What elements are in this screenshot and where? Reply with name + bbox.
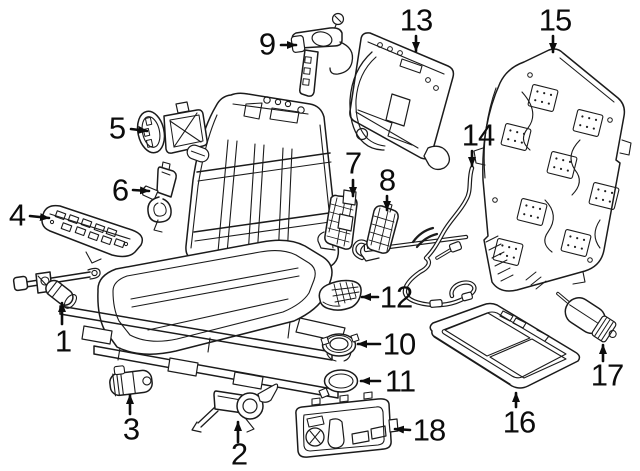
callout-label-18: 18: [412, 412, 446, 448]
callout-label-9: 9: [258, 26, 276, 62]
part-13-seatback-panel-drawing: [349, 32, 455, 171]
callout-label-16: 16: [502, 404, 536, 440]
callout-label-3: 3: [122, 411, 140, 447]
seat-frame-drawing: [59, 92, 469, 399]
part-5-headrest-drive-drawing: [136, 101, 210, 163]
part-8-belt-guide-small-drawing: [359, 201, 399, 262]
callout-label-12: 12: [379, 279, 413, 315]
part-17-motor-drawing: [556, 291, 617, 343]
part-7-belt-guide-drawing: [317, 189, 358, 251]
callout-label-10: 10: [382, 326, 416, 362]
callout-label-13: 13: [399, 2, 433, 38]
callout-label-2: 2: [230, 436, 248, 471]
part-10-grommet-drawing: [320, 333, 360, 362]
callout-18-arrow: [393, 425, 412, 434]
callout-label-4: 4: [8, 197, 26, 233]
callout-6-arrow: [131, 186, 151, 195]
part-18-seat-switch-drawing: [295, 391, 399, 458]
part-11-retaining-ring-drawing: [318, 369, 359, 399]
part-15-seatback-pad-drawing: [473, 48, 632, 292]
part-6-actuator-bracket-drawing: [141, 161, 177, 233]
callout-label-6: 6: [111, 172, 129, 208]
part-16-seat-pan-drawing: [429, 302, 581, 389]
callout-label-8: 8: [378, 162, 396, 198]
callout-label-1: 1: [54, 323, 72, 359]
part-1-seat-motor-drawing: [12, 267, 101, 309]
part-14-wiring-harness-drawing: [402, 165, 477, 308]
callout-label-5: 5: [108, 110, 126, 146]
part-4-seat-panel-drawing: [41, 204, 144, 264]
part-3-motor-drawing: [109, 365, 153, 397]
callout-5-arrow: [129, 125, 149, 134]
part-9-headrest-mechanism-drawing: [290, 12, 354, 97]
callout-label-17: 17: [590, 357, 624, 393]
callout-label-15: 15: [538, 2, 572, 38]
callout-arrows: [28, 34, 607, 444]
callout-label-14: 14: [461, 117, 495, 153]
part-12-mesh-cover-drawing: [318, 279, 362, 311]
part-2-recline-motor-drawing: [191, 383, 279, 433]
callout-label-11: 11: [384, 363, 416, 399]
callout-label-7: 7: [344, 145, 362, 181]
callout-4-arrow: [28, 213, 51, 222]
